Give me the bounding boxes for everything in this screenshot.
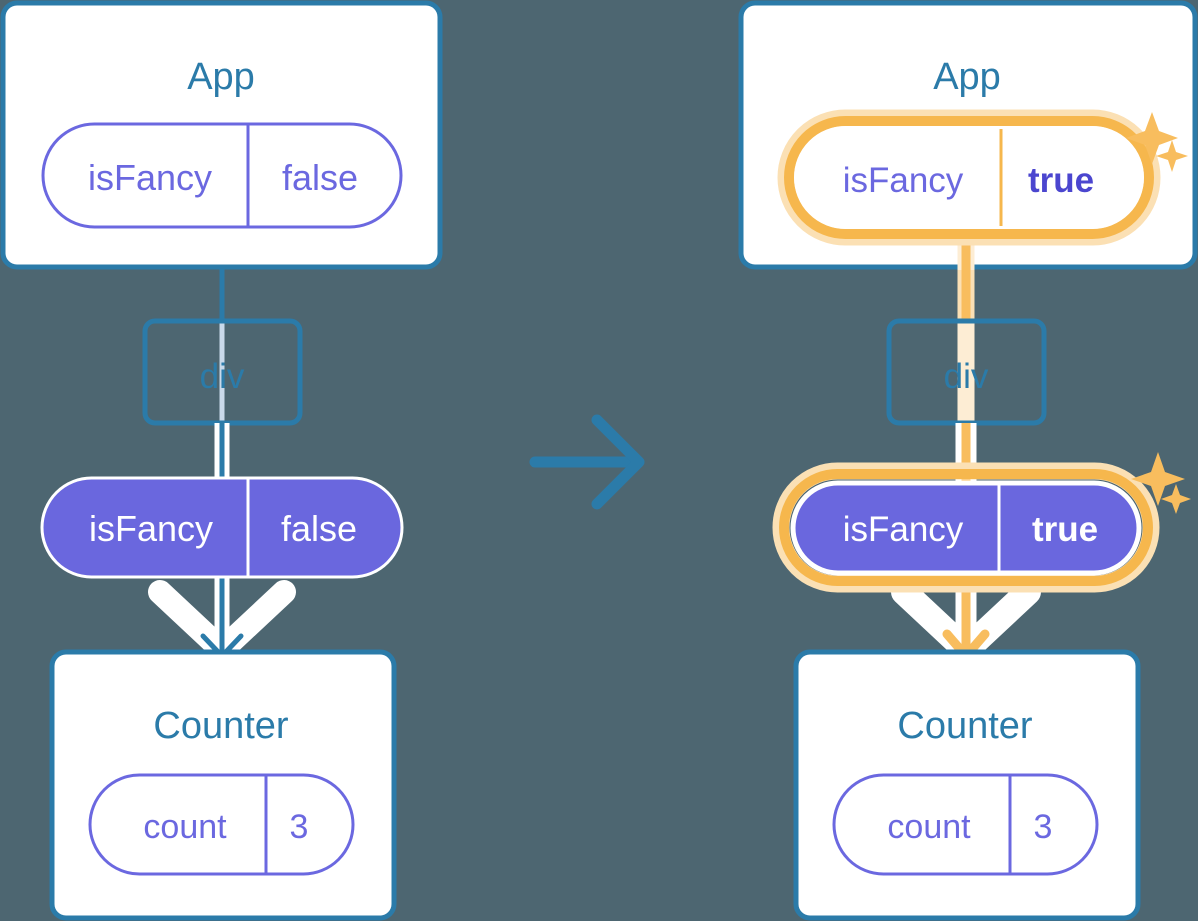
state-pill-counter-before-shape	[88, 773, 355, 876]
state-pill-app-after-ring	[784, 116, 1154, 239]
prop-pill-after-value: true	[1032, 510, 1098, 549]
state-pill-app-after-value: true	[1028, 161, 1094, 200]
prop-pill-before-key: isFancy	[89, 508, 213, 549]
state-pill-counter-after: count 3	[832, 773, 1099, 876]
sparkle-group-app-after	[1126, 112, 1188, 172]
state-pill-app-before-shape	[41, 122, 403, 229]
state-pill-app-after: isFancy true	[777, 109, 1161, 246]
card-title-app-before: App	[187, 56, 255, 98]
panel-after: App isFancy true	[738, 0, 1198, 921]
card-counter-after: Counter count 3	[793, 649, 1141, 921]
card-title-div-after: div	[944, 357, 989, 396]
state-pill-counter-before-key: count	[143, 808, 227, 846]
sparkle-small-icon	[1161, 484, 1191, 514]
card-title-app-after: App	[933, 56, 1001, 98]
sparkle-large-icon	[1126, 112, 1178, 164]
card-title-div-before: div	[200, 357, 245, 396]
state-pill-app-before-value: false	[282, 157, 358, 198]
prop-pill-after: isFancy true	[772, 462, 1160, 593]
state-pill-counter-after-value: 3	[1034, 808, 1053, 846]
card-counter-before: Counter count 3	[49, 649, 397, 921]
sparkle-small-icon	[1156, 140, 1188, 172]
card-app-after: App isFancy true	[738, 0, 1198, 270]
prop-pill-before-value: false	[281, 508, 357, 549]
sparkle-large-icon	[1131, 452, 1185, 506]
transition-arrow-icon	[529, 414, 645, 510]
state-pill-app-after-gap	[794, 126, 1144, 229]
state-pill-app-before: isFancy false	[41, 122, 403, 229]
prop-pill-before-shape	[40, 476, 404, 579]
sparkle-group-prop-after	[1131, 452, 1191, 514]
panel-before: App isFancy false div	[0, 0, 443, 921]
prop-pill-after-ring	[779, 469, 1153, 586]
state-pill-counter-before-value: 3	[290, 808, 309, 846]
state-pill-counter-before: count 3	[88, 773, 355, 876]
state-pill-counter-after-key: count	[887, 808, 971, 846]
arrow-right-icon-head	[591, 414, 645, 510]
state-pill-app-after-key: isFancy	[843, 161, 964, 200]
prop-pill-after-key: isFancy	[843, 510, 964, 549]
prop-pill-before: isFancy false	[40, 476, 404, 579]
prop-pill-after-shape	[790, 480, 1142, 576]
card-title-counter-before: Counter	[153, 705, 289, 747]
state-pill-app-before-key: isFancy	[88, 157, 212, 198]
card-app-before: App isFancy false	[0, 0, 443, 270]
card-title-counter-after: Counter	[897, 705, 1033, 747]
state-pill-counter-after-shape	[832, 773, 1099, 876]
